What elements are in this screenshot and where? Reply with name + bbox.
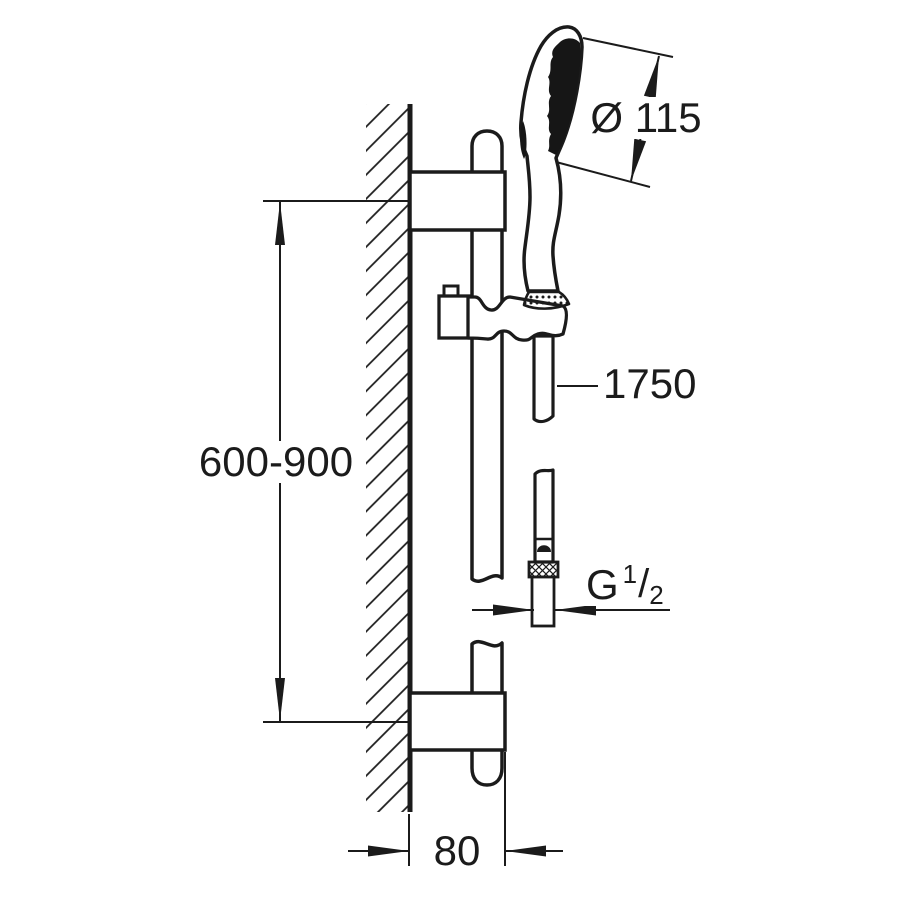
label-thread-size: G1/2 [582,561,668,608]
thread-numerator: 1 [622,559,639,589]
arrowhead [505,845,546,857]
hose-connector-assembly [527,468,560,628]
arrowhead [368,845,409,857]
wall-hatch [366,104,409,812]
dim-thread [472,604,670,616]
arrowhead [275,202,285,245]
arrowhead [631,138,647,181]
arrowhead [555,604,596,616]
label-wall-distance: 80 [429,830,485,872]
hand-shower [519,25,584,293]
label-rail-range: 600-900 [194,441,358,483]
arrowhead [275,678,285,721]
arrowhead [643,56,659,99]
wall [366,104,413,812]
knurled-coupling-nut [527,560,560,579]
hand-shower-edge-highlight [520,121,527,159]
thread-slash: / [638,562,650,606]
slider-clamp [437,294,471,340]
label-hose-length: 1750 [599,363,701,405]
handle-knurled-nut [522,290,571,310]
ext-line [555,161,651,188]
ext-line [582,37,674,58]
bottom-wall-bracket [408,691,507,752]
spray-face [547,38,581,155]
label-head-diameter: Ø 115 [586,97,706,139]
hose-fitting-detail [537,545,551,552]
shower-hose-upper [532,334,555,424]
arrowhead [493,604,534,616]
thread-denominator: 2 [649,580,664,610]
thread-connector-tube [530,575,556,628]
shower-rail-upper [470,129,504,583]
top-wall-bracket [408,170,507,232]
thread-letter: G [586,561,623,608]
dim-wall-distance [348,752,563,866]
slider-holder [437,284,571,342]
